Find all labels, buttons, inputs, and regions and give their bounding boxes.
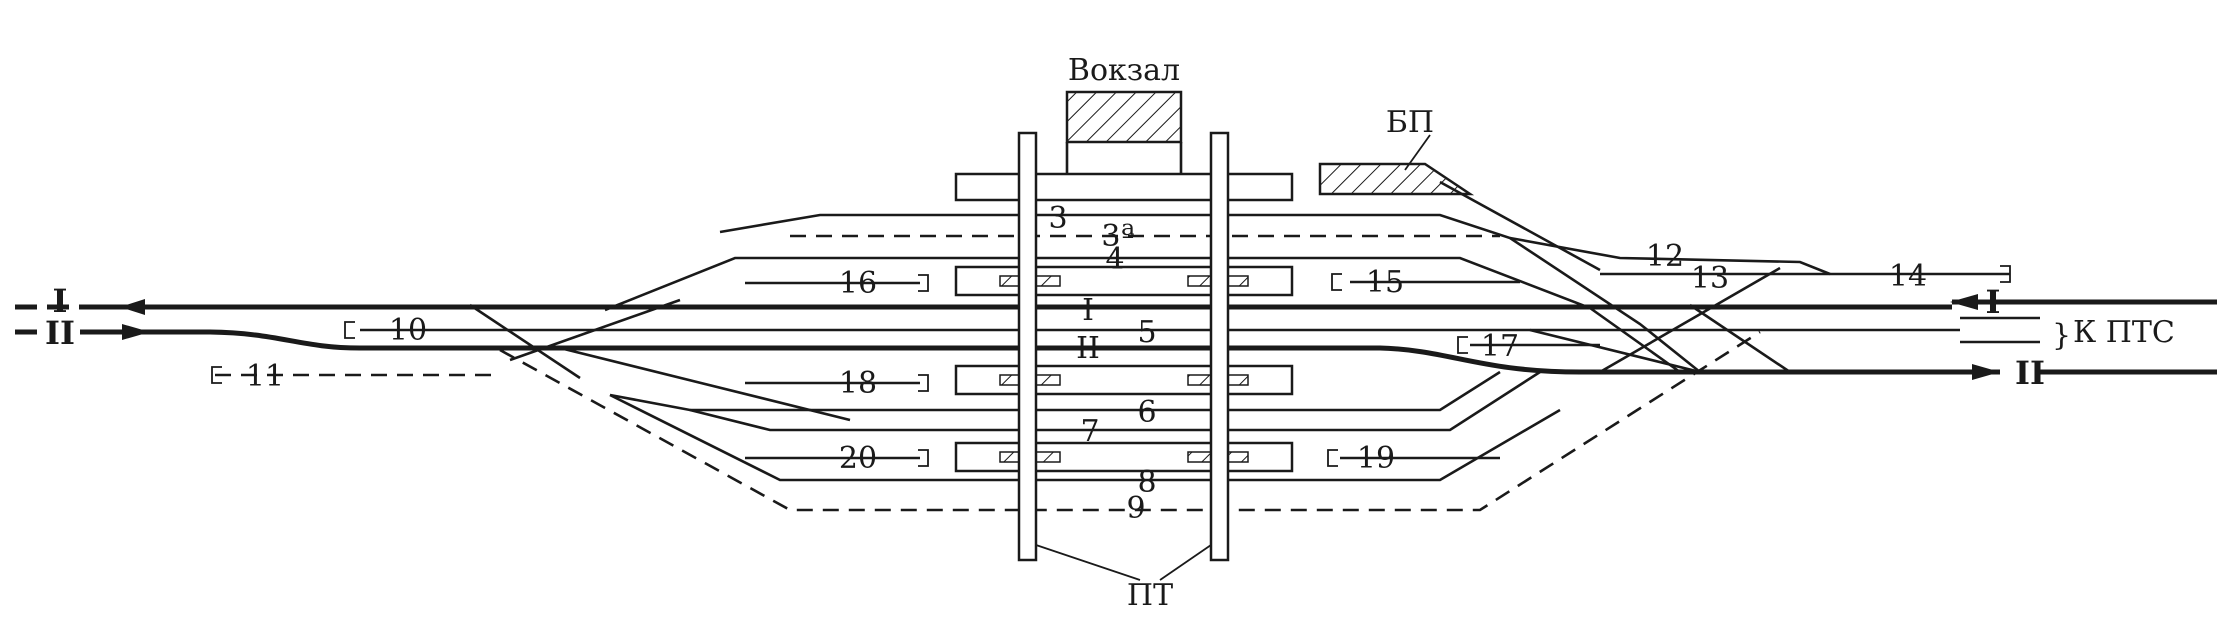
brace: }: [2052, 318, 2071, 353]
track-3: [719, 213, 1701, 374]
main-track-II: II II: [15, 314, 2217, 392]
tunnel-left: [1017, 131, 1038, 562]
track-14-stop: [2000, 265, 2011, 283]
arrow-I-west: [120, 299, 145, 315]
tunnel-right: [1209, 131, 1230, 562]
label-track-4: 4: [1105, 242, 1124, 277]
label-track-8: 8: [1137, 465, 1156, 500]
track-10-stop: [344, 321, 355, 339]
arrow-II-east: [1972, 364, 2000, 380]
label-track-7: 7: [1080, 414, 1099, 449]
station-platform: [954, 172, 1294, 202]
tunnel-leader-left: [1035, 544, 1141, 581]
crossover-left-3: [559, 346, 851, 422]
label-track-18: 18: [839, 366, 877, 401]
label-track-5: 5: [1137, 315, 1156, 350]
direction-label: К ПТС: [2073, 315, 2175, 350]
label-track-I-center: I: [1082, 293, 1094, 328]
label-track-15: 15: [1366, 265, 1404, 300]
baggage-building: БП: [1318, 105, 1475, 196]
track-6: [609, 370, 1501, 412]
crossover-left-2: [509, 298, 681, 362]
label-track-6: 6: [1137, 395, 1156, 430]
track-II-label-east: II: [2015, 354, 2045, 392]
track-19-stop: [1327, 449, 1338, 467]
label-track-19: 19: [1357, 441, 1395, 476]
pedestrian-tunnels: ПТ: [1017, 131, 1230, 613]
label-track-10: 10: [389, 313, 427, 348]
main-track-I: I I: [15, 282, 2217, 321]
label-track-13: 13: [1691, 261, 1729, 296]
label-track-17: 17: [1481, 329, 1519, 364]
label-track-3: 3: [1048, 201, 1067, 236]
baggage-leader-line: [1404, 134, 1431, 171]
label-track-II-center: II: [1076, 331, 1100, 366]
track-I-label-west: I: [53, 282, 68, 320]
crossover-right-3: [1689, 303, 1791, 374]
track-baggage-siding: [1439, 180, 1601, 272]
track-9: [499, 330, 1761, 512]
track-8: [609, 393, 1561, 482]
track-I-label-east: I: [1986, 283, 2001, 321]
track-16-stop: [918, 274, 929, 292]
crossover-right-1: [1529, 328, 1701, 374]
station-tracks: [211, 180, 2040, 512]
crossover-right-2: [1599, 266, 1781, 374]
station-building: Вокзал: [954, 53, 1294, 202]
track-18-stop: [918, 374, 929, 392]
track-12: [1509, 236, 1831, 276]
track-17-stop: [1457, 336, 1468, 354]
platforms: [954, 265, 1294, 473]
station-building-hatched: [1065, 90, 1183, 144]
label-track-3a: 3ª: [1101, 219, 1134, 254]
station-label: Вокзал: [1068, 53, 1180, 88]
direction-to-pts: } К ПТС: [2052, 315, 2175, 353]
crossover-left-1: [469, 303, 581, 380]
tunnel-label: ПТ: [1127, 578, 1173, 613]
label-track-14: 14: [1889, 259, 1927, 294]
arrow-II-west: [122, 324, 150, 340]
baggage-building-hatched: [1318, 162, 1475, 196]
arrow-I-east: [1950, 294, 1978, 310]
baggage-label: БП: [1386, 105, 1434, 140]
track-15-stop: [1331, 273, 1342, 291]
track-11-stop: [211, 366, 222, 384]
track-7: [689, 370, 1541, 432]
label-track-16: 16: [839, 266, 877, 301]
track-20-stop: [918, 449, 929, 467]
track-II-label-west: II: [45, 314, 75, 352]
track-labels: 3 3ª 4 5 6 7 8 9 10 11 12 13 14 15 16 17…: [246, 201, 1927, 526]
main-track-II-line: [80, 329, 2000, 375]
label-track-20: 20: [839, 441, 877, 476]
label-track-12: 12: [1646, 239, 1684, 274]
label-track-9: 9: [1126, 491, 1145, 526]
tunnel-leader-right: [1159, 544, 1212, 581]
label-track-11: 11: [246, 359, 284, 394]
